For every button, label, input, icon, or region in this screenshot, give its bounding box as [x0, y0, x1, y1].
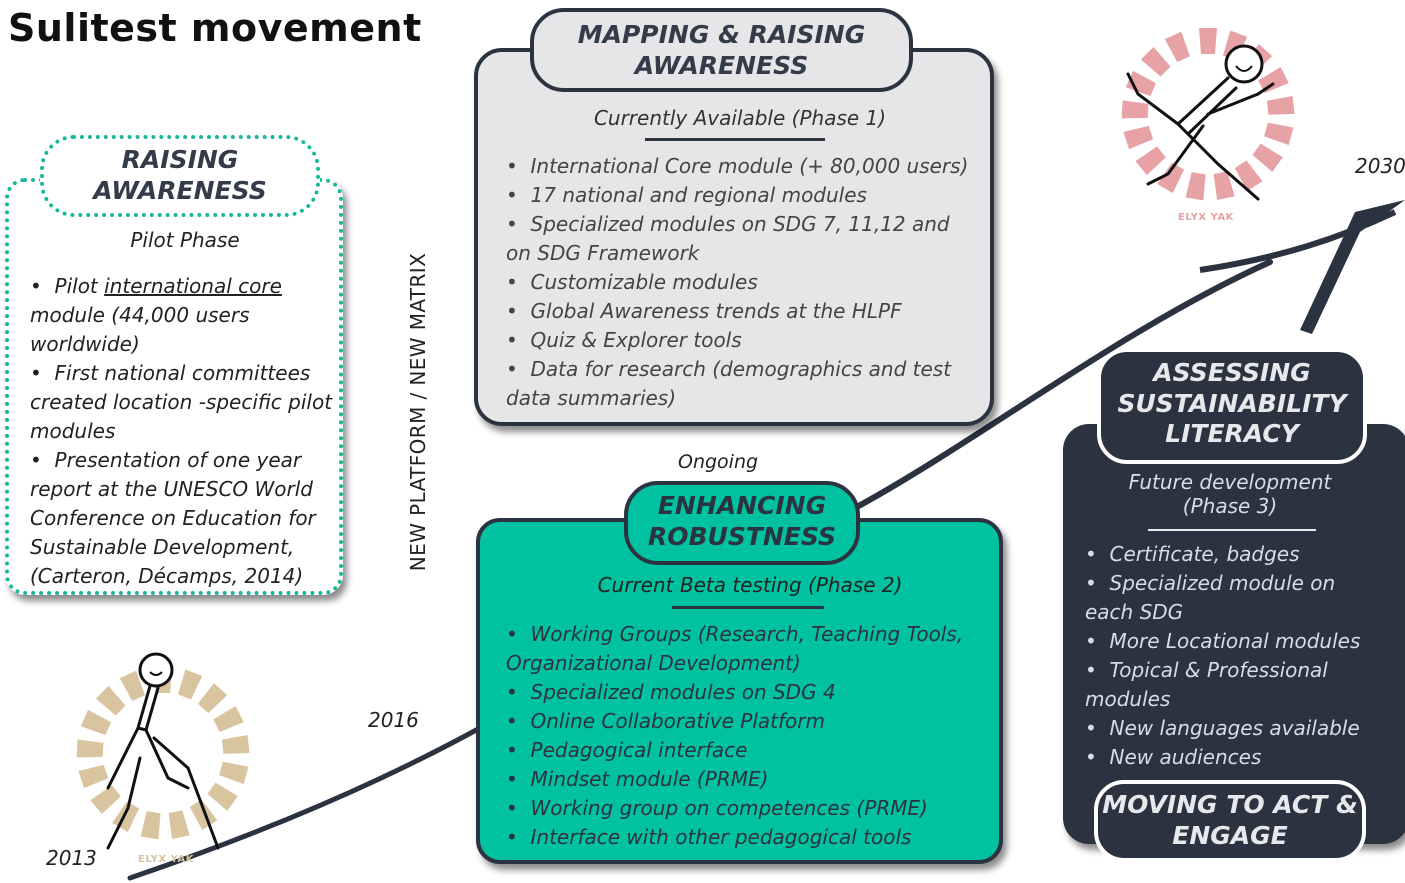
list-item: Online Collaborative Platform	[506, 707, 986, 736]
elyx-logo-2013: ELYX YAK	[76, 652, 250, 865]
list-item: Presentation of one year report at the U…	[30, 446, 335, 591]
phase2-subtitle: Current Beta testing (Phase 2)	[597, 573, 903, 597]
list-item: New languages available	[1085, 714, 1385, 743]
list-item: Pilot international core module (44,000 …	[30, 272, 335, 359]
phase1-tag: MAPPING & RAISING AWARENESS	[530, 8, 913, 92]
list-item: Customizable modules	[506, 268, 976, 297]
phase3-rule	[1148, 529, 1316, 531]
pilot-phase-subtitle: Pilot Phase	[130, 228, 240, 252]
vertical-label: NEW PLATFORM / NEW MATRIX	[406, 252, 430, 572]
page-title: Sulitest movement	[8, 6, 422, 50]
ongoing-label: Ongoing	[678, 451, 759, 473]
phase3-subtitle: Future development (Phase 3)	[1128, 470, 1332, 518]
list-item: Global Awareness trends at the HLPF	[506, 297, 976, 326]
elyx-logo-2030: ELYX YAK	[1121, 28, 1295, 223]
phase3-items: Certificate, badges Specialized module o…	[1085, 540, 1385, 772]
pilot-phase-tag: RAISING AWARENESS	[40, 135, 320, 217]
list-item: Mindset module (PRME)	[506, 765, 986, 794]
list-item: Data for research (demographics and test…	[506, 355, 976, 413]
logo-text-2030: ELYX YAK	[1178, 212, 1235, 223]
list-item: 17 national and regional modules	[506, 181, 976, 210]
moving-to-act-tag: MOVING TO ACT & ENGAGE	[1094, 780, 1366, 862]
year-2030: 2030	[1355, 154, 1405, 178]
phase3-tag: ASSESSING SUSTAINABILITY LITERACY	[1097, 348, 1367, 464]
list-item: Specialized modules on SDG 7, 11,12 and …	[506, 210, 976, 268]
list-item: Quiz & Explorer tools	[506, 326, 976, 355]
phase2-items: Working Groups (Research, Teaching Tools…	[506, 620, 986, 852]
pilot-items: Pilot international core module (44,000 …	[30, 272, 335, 591]
runner-icon	[1126, 44, 1275, 201]
year-2013: 2013	[46, 846, 97, 870]
list-item: Certificate, badges	[1085, 540, 1385, 569]
figure-icon	[106, 652, 220, 850]
list-item: First national committees created locati…	[30, 359, 335, 446]
phase1-items: International Core module (+ 80,000 user…	[506, 152, 976, 413]
list-item: More Locational modules	[1085, 627, 1385, 656]
sdg-ring-icon	[76, 667, 250, 840]
list-item: Working group on competences (PRME)	[506, 794, 986, 823]
phase1-rule	[645, 138, 825, 141]
list-item: Working Groups (Research, Teaching Tools…	[506, 620, 986, 678]
year-2016: 2016	[368, 708, 419, 732]
list-item: Specialized module on each SDG	[1085, 569, 1385, 627]
list-item: Topical & Professional modules	[1085, 656, 1385, 714]
logo-text-2013: ELYX YAK	[138, 854, 195, 865]
list-item: Specialized modules on SDG 4	[506, 678, 986, 707]
list-item: International Core module (+ 80,000 user…	[506, 152, 976, 181]
phase1-subtitle: Currently Available (Phase 1)	[593, 106, 887, 130]
phase2-tag: ENHANCING ROBUSTNESS	[624, 481, 860, 565]
list-item: New audiences	[1085, 743, 1385, 772]
phase2-rule	[672, 606, 824, 609]
list-item: Pedagogical interface	[506, 736, 986, 765]
list-item: Interface with other pedagogical tools	[506, 823, 986, 852]
